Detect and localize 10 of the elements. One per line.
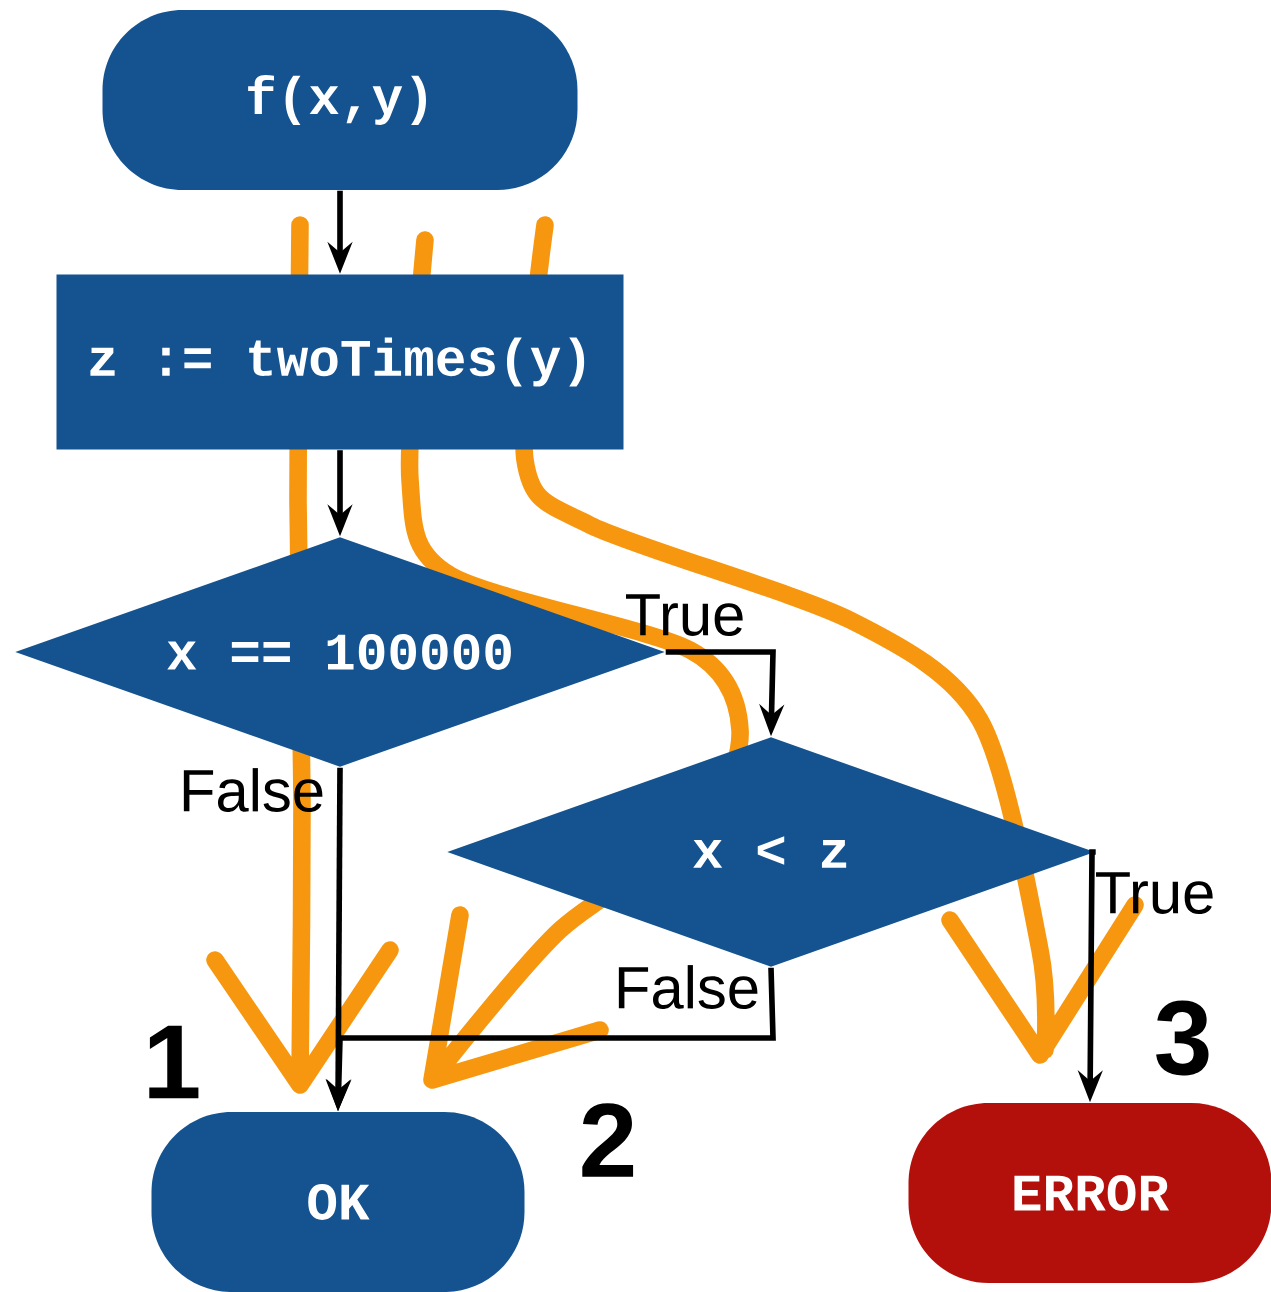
- path-number: 3: [1156, 1000, 1209, 1076]
- path-number: 2: [582, 1103, 634, 1177]
- terminal-box: f(x,y): [102, 10, 578, 190]
- terminal-box: OK: [151, 1112, 525, 1292]
- path-number: 1: [149, 1025, 199, 1099]
- edge-label: False: [618, 965, 758, 1009]
- process-box: z := twoTimes(y): [56, 274, 624, 450]
- edge-label: True: [626, 594, 743, 636]
- edge-label: True: [1096, 872, 1213, 914]
- terminal-box: ERROR: [908, 1103, 1271, 1283]
